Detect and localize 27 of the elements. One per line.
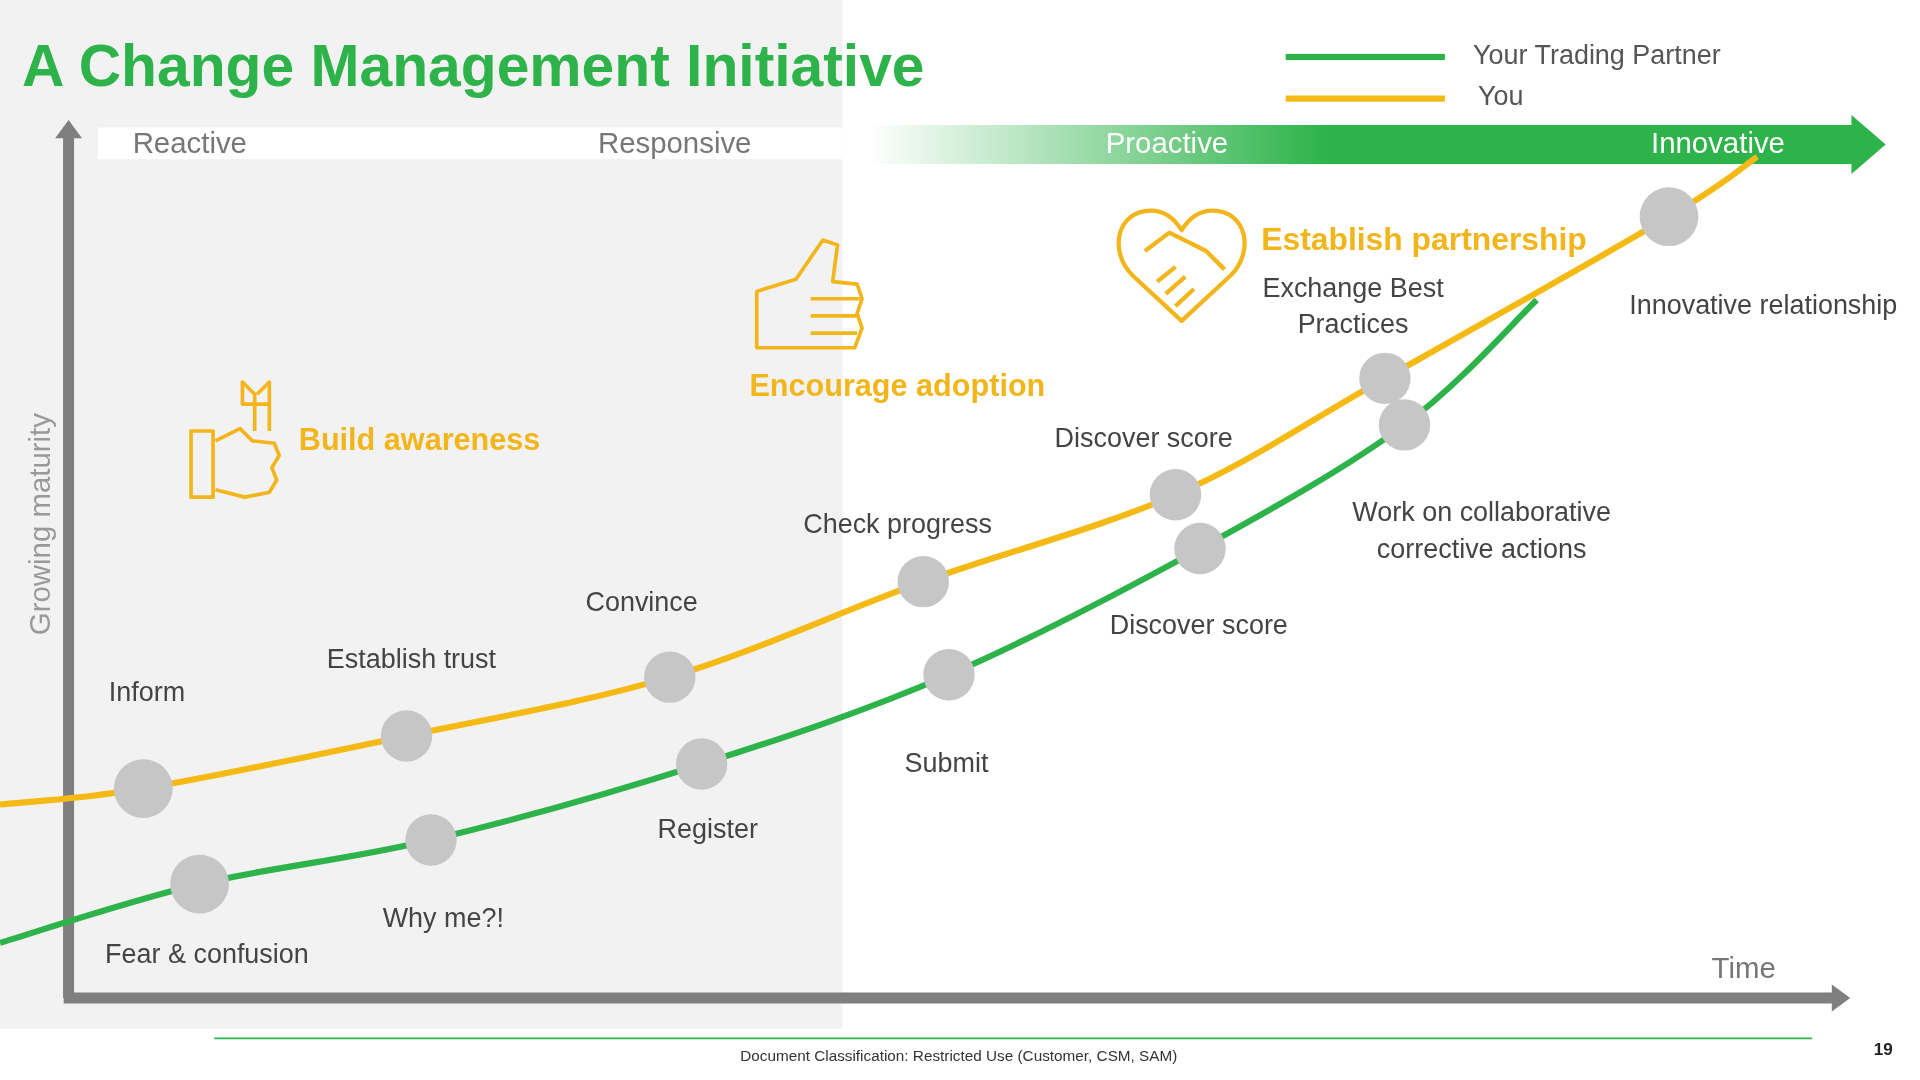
milestone-label: Check progress bbox=[803, 507, 992, 541]
phase-heading: Establish partnership bbox=[1261, 219, 1587, 260]
milestone-label: Discover score bbox=[1054, 421, 1233, 456]
milestone-label: Establish trust bbox=[326, 642, 496, 676]
legend-label: Your Trading Partner bbox=[1473, 38, 1721, 72]
milestone-label: Fear & confusion bbox=[105, 937, 309, 971]
milestone-label: Discover score bbox=[1109, 609, 1288, 643]
stage-label: Reactive bbox=[132, 124, 247, 161]
milestone-label: Exchange Best Practices bbox=[1261, 271, 1445, 342]
legend-label: You bbox=[1477, 79, 1524, 114]
page-number: 19 bbox=[1873, 1038, 1893, 1061]
stage-label: Responsive bbox=[597, 124, 752, 161]
milestone-label: Submit bbox=[904, 746, 989, 780]
milestone-label: Work on collaborative corrective actions bbox=[1351, 495, 1612, 566]
milestone-label: Inform bbox=[108, 675, 186, 709]
phase-heading: Encourage adoption bbox=[749, 366, 1046, 405]
title: A Change Management Initiative bbox=[22, 32, 925, 100]
stage-label: Innovative bbox=[1651, 124, 1785, 161]
milestone-label: Register bbox=[657, 812, 758, 846]
axis-title: Growing maturity bbox=[22, 413, 58, 636]
footer-note: Document Classification: Restricted Use (Customer, CSM, SAM) bbox=[740, 1046, 1178, 1067]
phase-heading: Build awareness bbox=[298, 420, 541, 458]
milestone-label: Innovative relationship bbox=[1629, 288, 1898, 322]
milestone-label: Convince bbox=[585, 585, 698, 620]
stage-label: Proactive bbox=[1105, 124, 1229, 161]
axis-title: Time bbox=[1711, 950, 1776, 987]
milestone-label: Why me?! bbox=[382, 901, 504, 936]
